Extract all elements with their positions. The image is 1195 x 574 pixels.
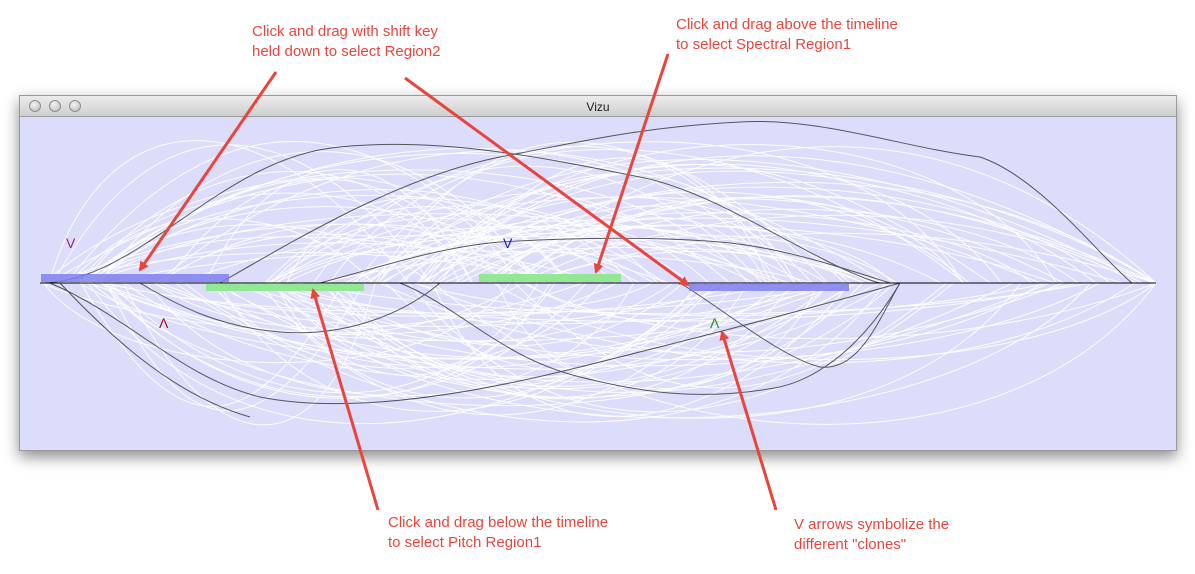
trajectory-dark [399,282,901,395]
trajectory-curve [407,282,954,413]
trajectory-curve [522,282,1157,340]
clone-marker-v: V [503,235,513,251]
minimize-button[interactable] [49,100,61,112]
close-button[interactable] [29,100,41,112]
trajectory-curve [514,282,948,389]
trajectory-curve [124,282,853,380]
trajectory-curve [90,282,895,406]
trajectory-curve [413,282,1049,317]
clone-marker-caret: Λ [159,315,169,331]
trajectory-dark [139,282,441,334]
zoom-button[interactable] [69,100,81,112]
trajectory-curve [269,204,658,284]
trajectory-dark [679,282,901,368]
trajectory-curve [80,282,344,407]
trajectory-dark [49,282,901,405]
annotation-pitch-region1: Click and drag below the timeline to sel… [388,514,609,551]
trajectory-curve [184,282,807,369]
visualization-canvas[interactable] [20,117,1176,450]
annotation-clones: V arrows symbolize the different "clones… [794,516,950,553]
trajectory-curve [385,282,717,371]
trajectory-dark [219,120,1133,284]
trajectory-curve [416,155,1157,284]
window-title: Vizu [586,100,610,114]
trajectory-dark [59,282,251,418]
trajectory-curve [525,282,827,322]
trajectory-curve [379,282,1064,353]
pitch-region1-bar[interactable] [206,284,364,291]
region2-bar[interactable] [41,274,229,282]
trajectory-curve [174,282,886,423]
vizu-window: Vizu V V Λ Λ [19,95,1177,451]
trajectory-curve [296,282,1090,315]
annotation-region2: Click and drag with shift key held down … [252,23,441,60]
trajectory-curve [153,282,743,327]
clone-marker-caret: Λ [710,315,720,331]
trajectory-curve [433,282,1157,425]
spectral-region1-bar[interactable] [479,274,621,282]
trajectory-curve [415,282,1136,364]
trajectory-curve [278,282,1022,419]
title-bar[interactable]: Vizu [20,96,1176,117]
trajectory-curve [89,282,808,359]
clone-marker-v: V [66,235,76,251]
annotation-spectral-region1: Click and drag above the timeline to sel… [676,16,898,53]
trajectory-curve [402,196,845,284]
region2-clone-bar[interactable] [689,284,849,291]
